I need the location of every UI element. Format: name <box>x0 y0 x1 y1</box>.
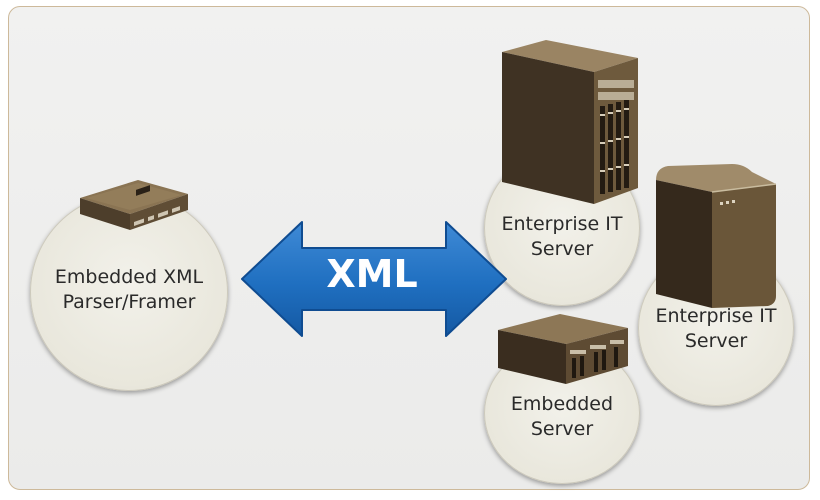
parser-label: Embedded XML Parser/Framer <box>30 265 228 315</box>
server2-label-line1: Enterprise IT <box>655 305 777 327</box>
cube-server-icon <box>656 164 777 308</box>
parser-label-line1: Embedded XML <box>54 266 204 288</box>
tower-server-icon <box>502 40 638 204</box>
server1-label-line1: Enterprise IT <box>501 213 623 235</box>
xml-double-arrow <box>241 221 507 337</box>
server1-label: Enterprise IT Server <box>484 212 640 262</box>
xml-label: XML <box>326 252 418 296</box>
server2-label: Enterprise IT Server <box>638 304 794 354</box>
parser-label-line2: Parser/Framer <box>62 291 196 313</box>
rack-unit-icon <box>498 314 628 384</box>
embedded-server-label-line1: Embedded <box>510 393 614 415</box>
embedded-box-icon <box>80 180 188 230</box>
server1-label-line2: Server <box>530 238 594 260</box>
embedded-server-label: Embedded Server <box>484 392 640 442</box>
embedded-server-label-line2: Server <box>530 418 594 440</box>
server2-label-line2: Server <box>684 330 748 352</box>
